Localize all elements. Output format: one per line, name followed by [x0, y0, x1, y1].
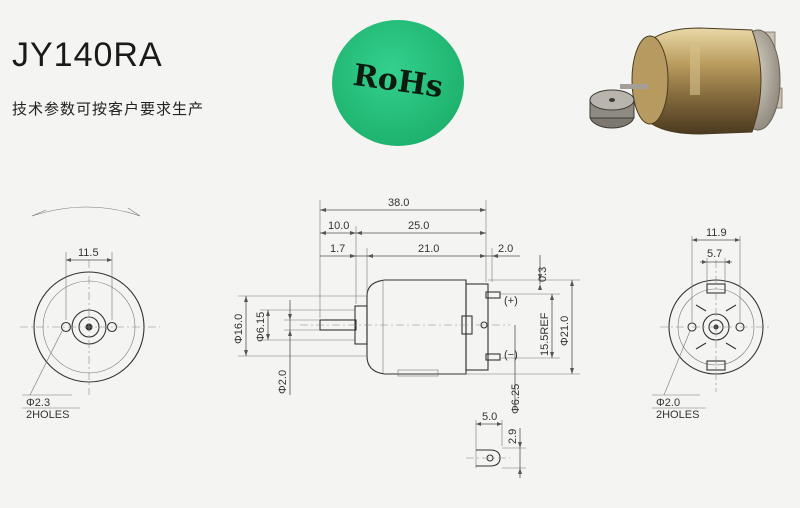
terminal-minus: [485, 353, 501, 361]
detail-height-dim: 2.9: [507, 429, 519, 444]
motor-photo: [589, 27, 783, 135]
terminal-detail: 5.0 2.9: [466, 411, 526, 478]
dim-boss-diameter: Φ16.0: [233, 314, 245, 344]
detail-width-dim: 5.0: [482, 411, 497, 423]
motor-can: [366, 279, 467, 375]
dim-shaft-length: 10.0: [328, 220, 349, 232]
side-view: 38.0 10.0 25.0 1.7 21.0 2.0 Φ16.0 Φ6.15 …: [233, 197, 580, 414]
dim-shaft-diameter: Φ2.0: [277, 370, 289, 394]
model-title: JY140RA: [12, 36, 163, 74]
dim-offset: 0.3: [537, 267, 549, 282]
end-cap: [465, 283, 489, 371]
front-view: 11.5 Φ2.3 2HOLES: [20, 206, 160, 421]
dim-bearing-diameter: Φ6.15: [255, 312, 267, 342]
terminal-plus: [485, 291, 501, 299]
dim-terminal-span: 15.5REF: [539, 312, 551, 356]
polarity-minus: (−): [504, 349, 518, 361]
dim-boss-length: 1.7: [330, 243, 345, 255]
front-hole-dim: Φ2.3: [26, 397, 50, 409]
spec-tagline: 技术参数可按客户要求生产: [12, 100, 205, 118]
front-holes-note: 2HOLES: [26, 409, 69, 421]
dim-can-length: 21.0: [418, 243, 439, 255]
dim-overall-length: 38.0: [388, 197, 409, 209]
dim-body-diameter: Φ21.0: [559, 316, 571, 346]
rear-view: 11.9 5.7 Φ2.0 2HOLES: [652, 227, 772, 421]
polarity-plus: (+): [504, 295, 518, 307]
dim-cap-length: 2.0: [498, 243, 513, 255]
rohs-badge: RoHs: [332, 20, 464, 146]
rear-spacing-dim: 5.7: [707, 248, 722, 260]
rear-hole-dim: Φ2.0: [656, 397, 680, 409]
rear-width-dim: 11.9: [706, 227, 727, 239]
rear-holes-note: 2HOLES: [656, 409, 699, 421]
dim-body-length: 25.0: [408, 220, 429, 232]
front-view-top-arc: [31, 206, 141, 217]
dim-terminal-offset: Φ6.25: [510, 384, 522, 414]
front-width-dim: 11.5: [78, 247, 99, 259]
